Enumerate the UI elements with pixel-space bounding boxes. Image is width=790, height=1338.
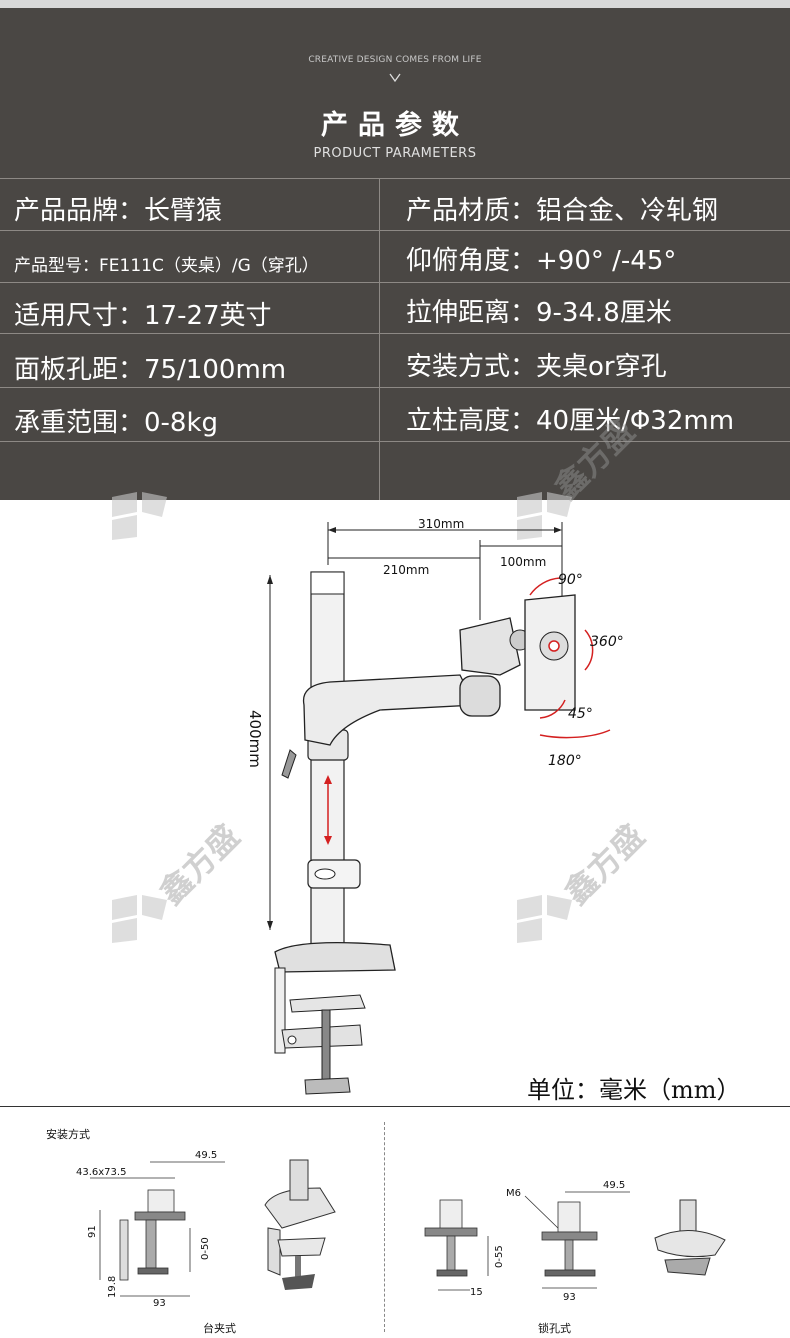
param-extension: 拉伸距离：9-34.8厘米 bbox=[406, 298, 672, 328]
table-divider bbox=[0, 178, 790, 179]
dim-m6: M6 bbox=[506, 1188, 521, 1199]
watermark-logo bbox=[112, 492, 167, 540]
dim-210: 210mm bbox=[383, 563, 429, 577]
unit-label: 单位：毫米（mm） bbox=[527, 1076, 741, 1104]
param-model: 产品型号：FE111C（夹桌）/G（穿孔） bbox=[14, 256, 319, 276]
table-divider bbox=[0, 282, 790, 283]
param-tilt: 仰俯角度：+90° /-45° bbox=[406, 246, 677, 276]
dim-310: 310mm bbox=[418, 517, 464, 531]
dim-43-6x73-5: 43.6x73.5 bbox=[76, 1167, 126, 1178]
angle-90: 90° bbox=[558, 572, 583, 588]
dim-0-50: 0-50 bbox=[200, 1237, 211, 1260]
install-diagrams: 安装方式 49.5 43.6x73.5 91 0-50 19.8 93 台夹式 … bbox=[46, 1127, 726, 1335]
angle-180: 180° bbox=[548, 753, 582, 769]
param-size: 适用尺寸：17-27英寸 bbox=[14, 301, 272, 331]
param-install: 安装方式：夹桌or穿孔 bbox=[406, 352, 667, 382]
dim-15: 15 bbox=[470, 1287, 483, 1298]
dim-100: 100mm bbox=[500, 555, 546, 569]
dim-49-5: 49.5 bbox=[195, 1150, 217, 1161]
page-title: 产品参数 bbox=[321, 110, 469, 141]
param-pole: 立柱高度：40厘米/Φ32mm bbox=[406, 406, 735, 436]
grommet-label: 锁孔式 bbox=[538, 1321, 571, 1335]
tagline: CREATIVE DESIGN COMES FROM LIFE bbox=[308, 55, 482, 65]
dim-91: 91 bbox=[87, 1225, 98, 1238]
dim-400: 400mm bbox=[246, 710, 264, 768]
dim-93-b: 93 bbox=[563, 1292, 576, 1303]
top-strip bbox=[0, 0, 790, 8]
table-divider bbox=[0, 333, 790, 334]
table-column-divider bbox=[379, 179, 380, 500]
dim-93: 93 bbox=[153, 1298, 166, 1309]
watermark-logo bbox=[517, 492, 572, 540]
dim-49-5-b: 49.5 bbox=[603, 1180, 625, 1191]
angle-360: 360° bbox=[590, 634, 624, 650]
install-title: 安装方式 bbox=[46, 1127, 90, 1141]
monitor-arm-diagram: 310mm 210mm 100mm 32mm 400mm 90° 360° 45… bbox=[246, 517, 624, 1095]
table-divider bbox=[0, 230, 790, 231]
table-divider bbox=[0, 387, 790, 388]
angle-45: 45° bbox=[568, 706, 593, 722]
watermark-logo bbox=[112, 895, 167, 943]
chevron-down-icon bbox=[389, 73, 401, 83]
install-divider bbox=[384, 1122, 385, 1332]
parameters-panel bbox=[0, 8, 790, 500]
section-divider bbox=[0, 1106, 790, 1107]
dim-19-8: 19.8 bbox=[107, 1276, 118, 1298]
param-load: 承重范围：0-8kg bbox=[14, 408, 219, 438]
param-material: 产品材质：铝合金、冷轧钢 bbox=[406, 196, 719, 226]
clamp-label: 台夹式 bbox=[203, 1321, 236, 1335]
watermark-logo bbox=[517, 895, 572, 943]
param-vesa: 面板孔距：75/100mm bbox=[14, 355, 287, 385]
table-divider bbox=[0, 441, 790, 442]
dim-0-55: 0-55 bbox=[494, 1245, 505, 1268]
param-brand: 产品品牌：长臂猿 bbox=[14, 196, 223, 226]
page-subtitle: PRODUCT PARAMETERS bbox=[313, 146, 477, 161]
